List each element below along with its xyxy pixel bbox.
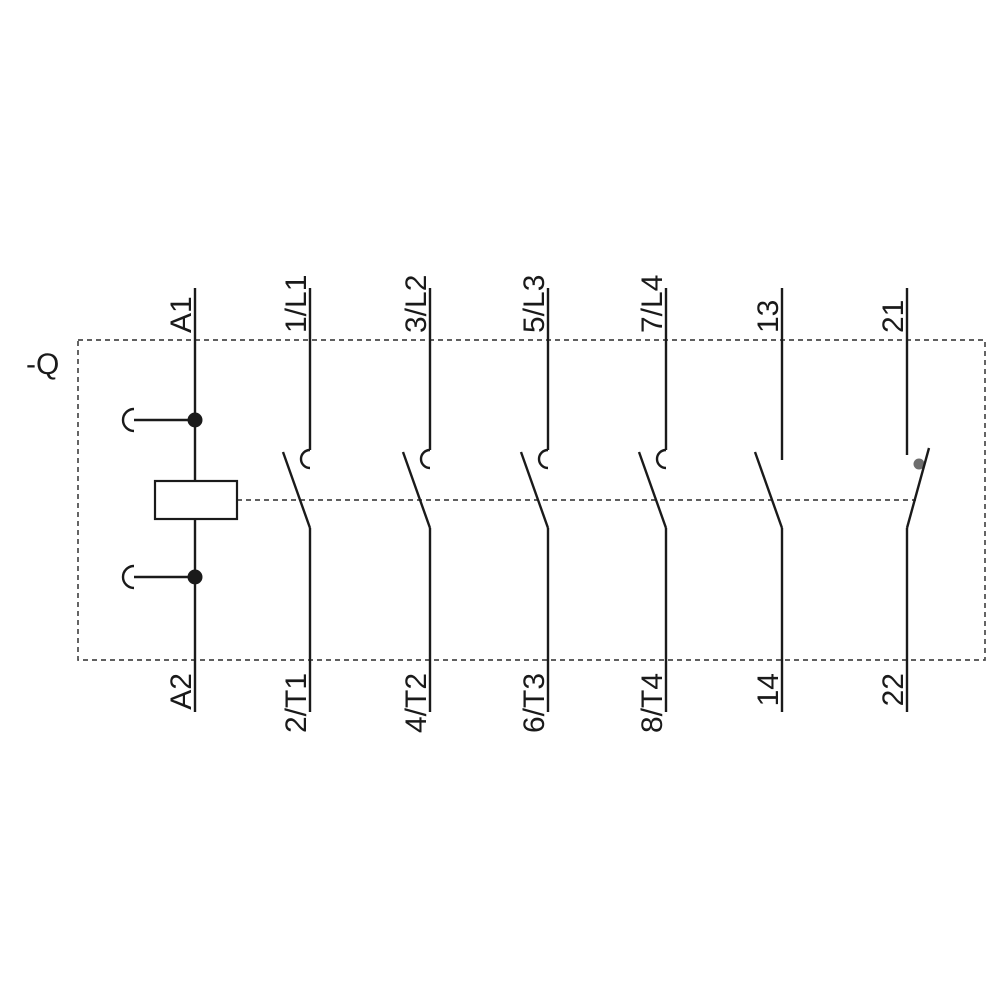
nc-contact-dot bbox=[913, 458, 925, 470]
fixed-contact-arc bbox=[655, 448, 667, 470]
aux-contact-no: 13 14 bbox=[752, 288, 785, 712]
contact-blade bbox=[637, 451, 668, 529]
terminal-label-21: 21 bbox=[877, 300, 910, 333]
contact-blade bbox=[753, 451, 784, 529]
terminal-label-4t2: 4/T2 bbox=[400, 673, 433, 733]
coil-symbol bbox=[153, 479, 239, 521]
device-boundary-box bbox=[77, 339, 986, 661]
coil-bottom-plug-arc bbox=[121, 564, 135, 590]
terminal-label-a1: A1 bbox=[165, 296, 198, 333]
terminal-label-2t1: 2/T1 bbox=[280, 673, 313, 733]
terminal-label-a2: A2 bbox=[165, 673, 198, 710]
fixed-contact-arc bbox=[419, 448, 431, 470]
main-pole-1: 1/L1 2/T1 bbox=[280, 275, 313, 733]
fixed-contact-arc bbox=[299, 448, 311, 470]
main-pole-3: 5/L3 6/T3 bbox=[518, 275, 551, 733]
terminal-label-14: 14 bbox=[752, 673, 785, 706]
terminal-label-7l4: 7/L4 bbox=[636, 275, 669, 333]
aux-contact-nc: 21 22 bbox=[877, 288, 931, 712]
contact-blade bbox=[281, 451, 312, 529]
device-designation-label: -Q bbox=[26, 348, 59, 381]
contact-blade bbox=[401, 451, 432, 529]
coil-circuit: A1 A2 bbox=[121, 288, 239, 712]
contact-blade bbox=[519, 451, 550, 529]
terminal-label-13: 13 bbox=[752, 300, 785, 333]
junction-dot-bottom bbox=[187, 569, 203, 585]
terminal-label-3l2: 3/L2 bbox=[400, 275, 433, 333]
contact-blade bbox=[905, 447, 931, 529]
main-pole-4: 7/L4 8/T4 bbox=[636, 275, 669, 733]
terminal-label-8t4: 8/T4 bbox=[636, 673, 669, 733]
terminal-label-22: 22 bbox=[877, 673, 910, 706]
main-pole-2: 3/L2 4/T2 bbox=[400, 275, 433, 733]
coil-top-plug-arc bbox=[121, 407, 135, 433]
terminal-label-1l1: 1/L1 bbox=[280, 275, 313, 333]
terminal-label-6t3: 6/T3 bbox=[518, 673, 551, 733]
fixed-contact-arc bbox=[537, 448, 549, 470]
terminal-label-5l3: 5/L3 bbox=[518, 275, 551, 333]
junction-dot-top bbox=[187, 412, 203, 428]
